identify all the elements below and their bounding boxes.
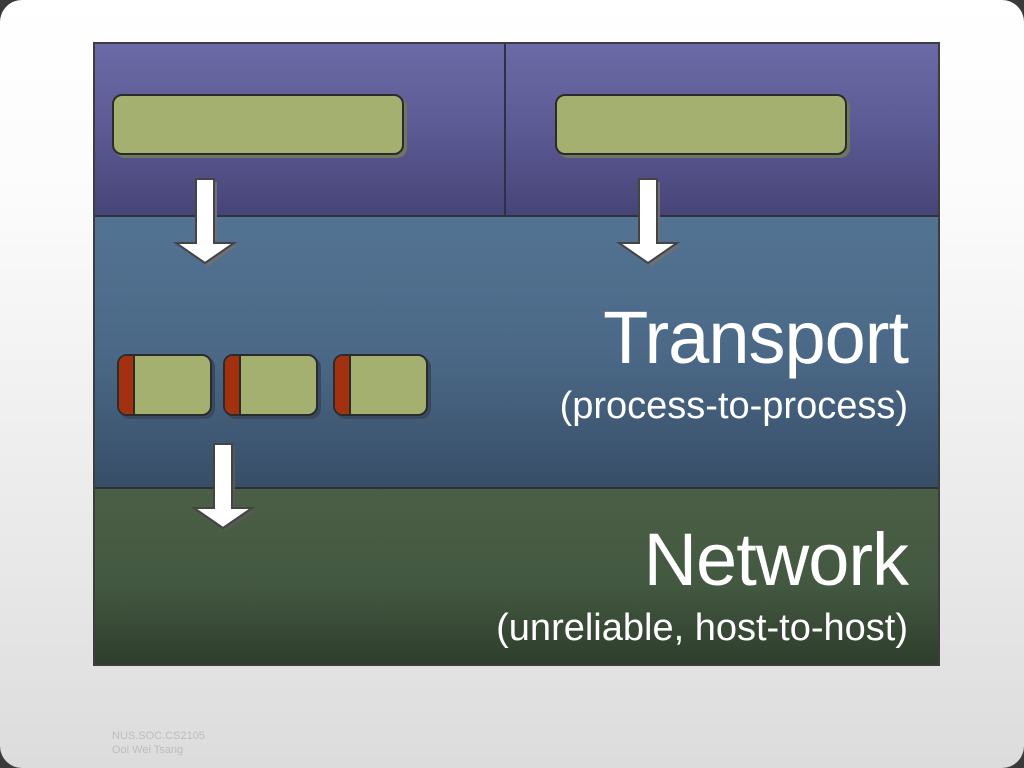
down-arrow-icon [190, 443, 256, 531]
segment-header [335, 356, 351, 414]
transport-label: Transport (process-to-process) [559, 296, 909, 427]
transport-segment-1 [117, 354, 212, 416]
network-title: Network [643, 518, 909, 601]
process-2-data [555, 94, 847, 155]
slide-footer: NUS.SOC.CS2105 Ooi Wei Tsang [112, 729, 205, 757]
process-1-data [112, 94, 404, 155]
author-name: Ooi Wei Tsang [112, 744, 184, 756]
transport-subtitle: (process-to-process) [559, 385, 908, 427]
segment-header [119, 356, 135, 414]
layer-diagram: Transport (process-to-process) Network (… [93, 42, 940, 666]
network-subtitle: (unreliable, host-to-host) [496, 607, 908, 649]
segment-header [225, 356, 241, 414]
down-arrow-icon [615, 178, 681, 266]
process-divider [504, 44, 506, 217]
transport-title: Transport [603, 296, 909, 379]
network-label: Network (unreliable, host-to-host) [496, 518, 909, 649]
down-arrow-icon [172, 178, 238, 266]
course-code: NUS.SOC.CS2105 [112, 730, 205, 742]
transport-segment-3 [333, 354, 428, 416]
transport-segment-2 [223, 354, 318, 416]
application-layer [95, 44, 938, 217]
transport-layer: Transport (process-to-process) [95, 217, 938, 489]
